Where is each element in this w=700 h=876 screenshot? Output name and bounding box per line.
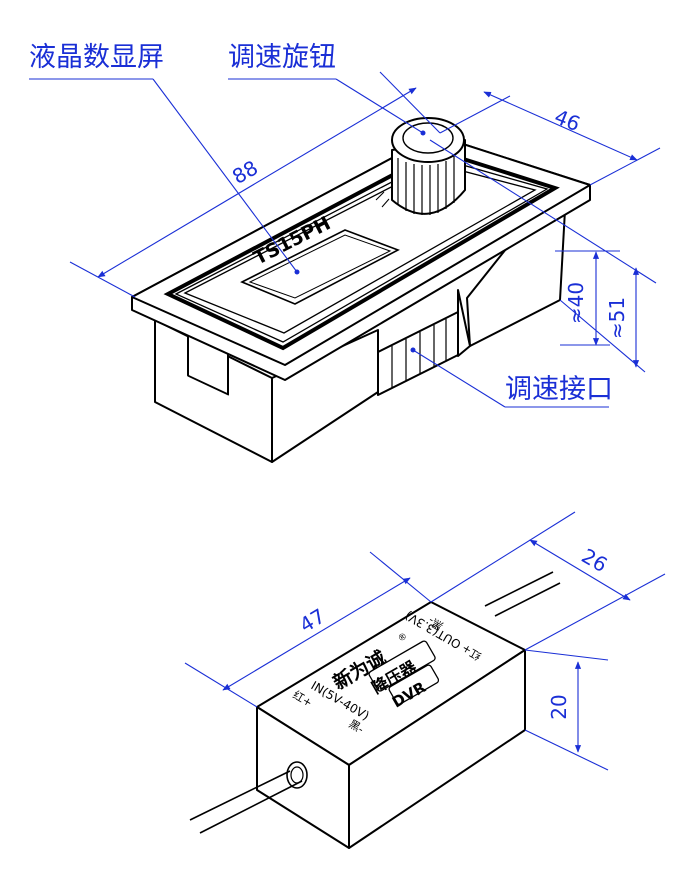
dim-length-47: 47 <box>295 604 329 638</box>
dim-height-51: ≈51 <box>605 297 629 339</box>
speed-knob-callout: 调速旋钮 <box>228 42 336 73</box>
output-cable <box>484 571 561 617</box>
output-negative: 黑- <box>426 614 445 633</box>
lcd-display-callout: 液晶数显屏 <box>29 42 164 73</box>
dvr-module-drawing: 新为诚 ® 降压器 DVR IN(5V-40V) 红+ 黑- OUT(3.3V)… <box>184 511 666 849</box>
dim-height-40: ≈40 <box>564 282 588 324</box>
input-negative: 黑- <box>347 717 366 736</box>
speed-port-callout: 调速接口 <box>505 374 613 405</box>
dim-width-46: 46 <box>551 104 584 136</box>
input-cable <box>189 761 308 834</box>
dim-height-20: 20 <box>547 694 571 719</box>
dim-length-88: 88 <box>228 155 262 189</box>
speed-meter-drawing: TS15PH 液晶数显屏 调速旋钮 调速接口 88 46 ≈40 ≈51 <box>29 42 661 463</box>
